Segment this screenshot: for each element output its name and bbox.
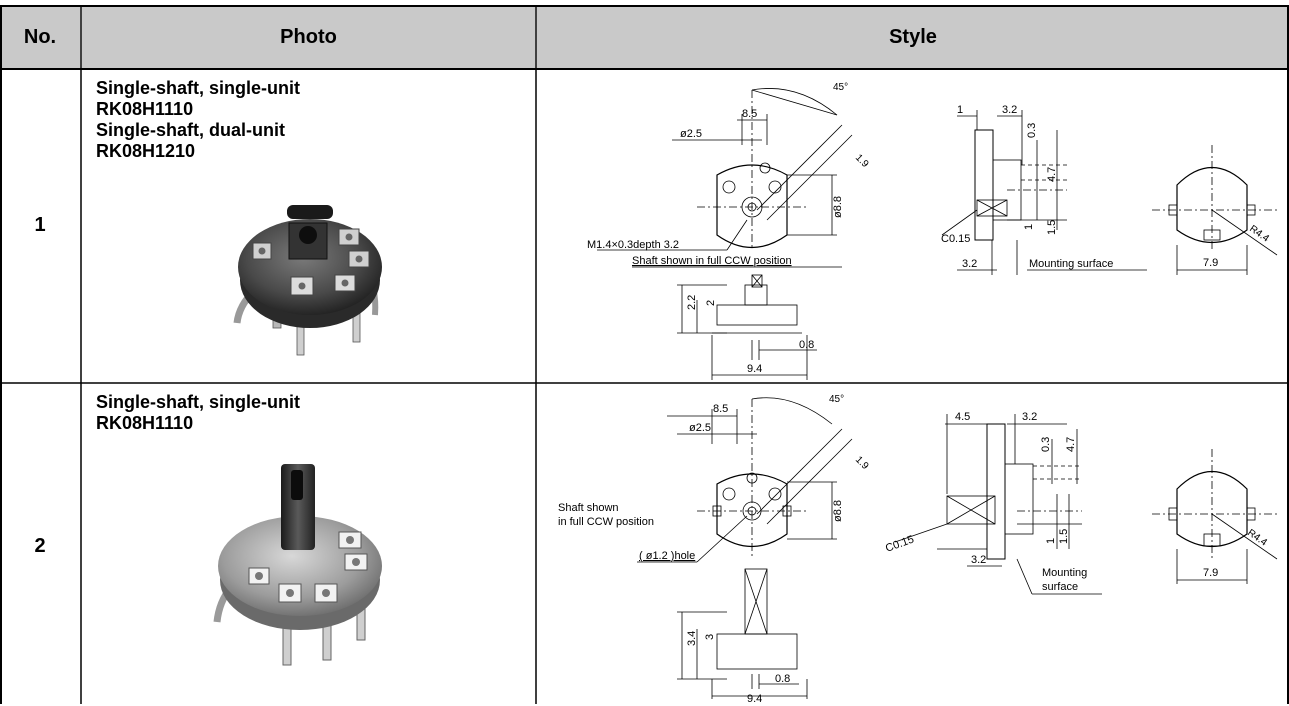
row-2-dim-3.4: 3.4 [686, 631, 698, 646]
row-2-product-photo [213, 464, 382, 666]
row-2-dim-4.5: 4.5 [955, 411, 970, 423]
row-2-dim-9.4: 9.4 [747, 693, 762, 702]
header-photo: Photo [82, 6, 535, 69]
row-1-dim-1: 1 [957, 104, 963, 116]
row-number-1: 1 [34, 214, 46, 236]
row-2-chamfer: C0.15 [884, 534, 916, 555]
row-1-dim-1.5: 1.5 [1046, 220, 1058, 235]
row-2-dim-3.2-top: 3.2 [1022, 411, 1037, 423]
row-1-dim-phi2.5: ø2.5 [680, 128, 702, 140]
row-1-dim-angle: 45° [833, 82, 848, 93]
row-1-product-photo [233, 205, 382, 356]
row-2-dim-phi8.8: ø8.8 [832, 500, 844, 522]
row-2-dim-angle: 45° [829, 394, 844, 405]
row-1-title-1: Single-shaft, single-unit [96, 78, 301, 98]
row-1-dim-3.2-top: 3.2 [1002, 104, 1017, 116]
row-1-dim-0.3: 0.3 [1026, 123, 1038, 138]
row-2-dimension-drawing: 45° 8.5 ø2.5 1.9 ø8.8 Shaft shown in ful… [558, 394, 1278, 702]
row-1-dim-2.2: 2.2 [686, 295, 698, 310]
row-1-dim-3.2-bottom: 3.2 [962, 258, 977, 270]
row-2-shaft-note-1: Shaft shown [558, 502, 619, 514]
row-1-dim-1.9: 1.9 [853, 152, 871, 170]
row-2-title-1: Single-shaft, single-unit [96, 392, 301, 412]
row-2-dim-3.2-bottom: 3.2 [971, 554, 986, 566]
row-1-title-4: RK08H1210 [96, 141, 196, 161]
row-1-title-2: RK08H1110 [96, 99, 194, 119]
row-1-chamfer: C0.15 [941, 233, 970, 245]
row-2-dim-3: 3 [704, 634, 716, 640]
row-2-dim-0.3: 0.3 [1040, 437, 1052, 452]
row-1-titles: Single-shaft, single-unit RK08H1110 Sing… [96, 78, 300, 162]
header-no: No. [0, 6, 80, 69]
row-2-dim-4.7: 4.7 [1065, 437, 1077, 452]
row-1-dim-8.5: 8.5 [742, 108, 757, 120]
row-1-dim-4.7: 4.7 [1046, 167, 1058, 182]
row-2-dim-1.9: 1.9 [853, 454, 871, 472]
row-1-dim-0.8: 0.8 [799, 339, 814, 351]
row-1-title-3: Single-shaft, dual-unit [96, 120, 285, 140]
row-2-dim-8.5: 8.5 [713, 403, 728, 415]
row-2-title-2: RK08H1110 [96, 413, 194, 433]
row-2-mounting-2: surface [1042, 581, 1078, 593]
row-2-dim-phi2.5: ø2.5 [689, 422, 711, 434]
row-1-dim-9.4: 9.4 [747, 363, 762, 375]
row-2-hole-note: ( ø1.2 )hole [639, 550, 695, 562]
row-1-dim-7.9: 7.9 [1203, 257, 1218, 269]
row-1-dimension-drawing: 45° 8.5 ø2.5 1.9 ø8.8 M1.4×0.3depth 3.2 … [587, 82, 1278, 380]
row-2-mounting-1: Mounting [1042, 567, 1087, 579]
row-1-dim-phi8.8: ø8.8 [832, 196, 844, 218]
row-1-mounting-surface: Mounting surface [1029, 258, 1113, 270]
row-number-2: 2 [34, 535, 46, 557]
row-2-dim-1.5: 1.5 [1058, 529, 1070, 544]
row-2-dim-1: 1 [1045, 538, 1057, 544]
row-2-dim-7.9: 7.9 [1203, 567, 1218, 579]
row-1-dim-1b: 1 [1023, 224, 1035, 230]
header-style: Style [537, 6, 1289, 69]
row-2-titles: Single-shaft, single-unit RK08H1110 [96, 392, 300, 434]
row-2-shaft-note-2: in full CCW position [558, 516, 654, 528]
row-1-thread-note: M1.4×0.3depth 3.2 [587, 239, 679, 251]
row-1-dim-2: 2 [705, 300, 717, 306]
row-1-radius: R4.4 [1247, 223, 1271, 244]
row-1-shaft-note: Shaft shown in full CCW position [632, 255, 792, 267]
row-2-dim-0.8: 0.8 [775, 673, 790, 685]
